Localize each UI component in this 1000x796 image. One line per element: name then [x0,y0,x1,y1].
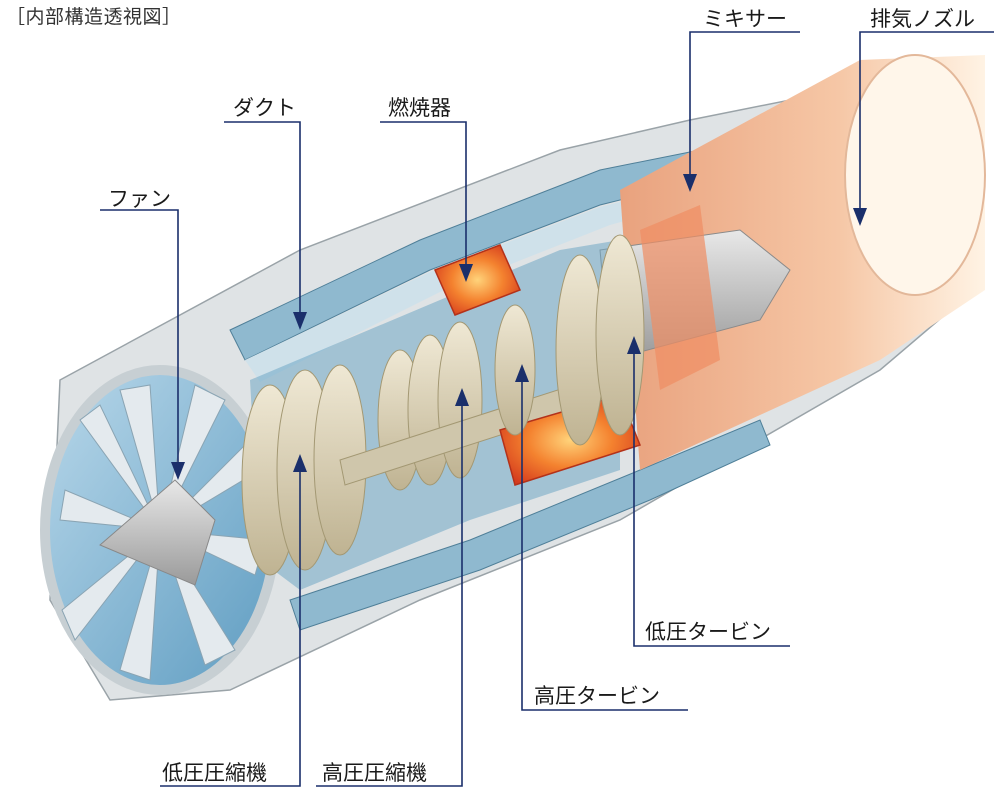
label-combustor: 燃焼器 [388,92,451,122]
label-low-pressure-compressor: 低圧圧縮機 [162,757,267,787]
label-low-pressure-turbine: 低圧タービン [645,616,771,646]
high-pressure-turbine-stages [495,305,535,435]
label-high-pressure-compressor: 高圧圧縮機 [322,757,427,787]
label-fan: ファン [108,183,171,213]
label-mixer: ミキサー [703,3,787,33]
exhaust-nozzle-opening [845,55,985,295]
label-high-pressure-turbine: 高圧タービン [534,680,660,710]
label-duct: ダクト [233,92,296,122]
label-exhaust-nozzle: 排気ノズル [870,3,975,33]
